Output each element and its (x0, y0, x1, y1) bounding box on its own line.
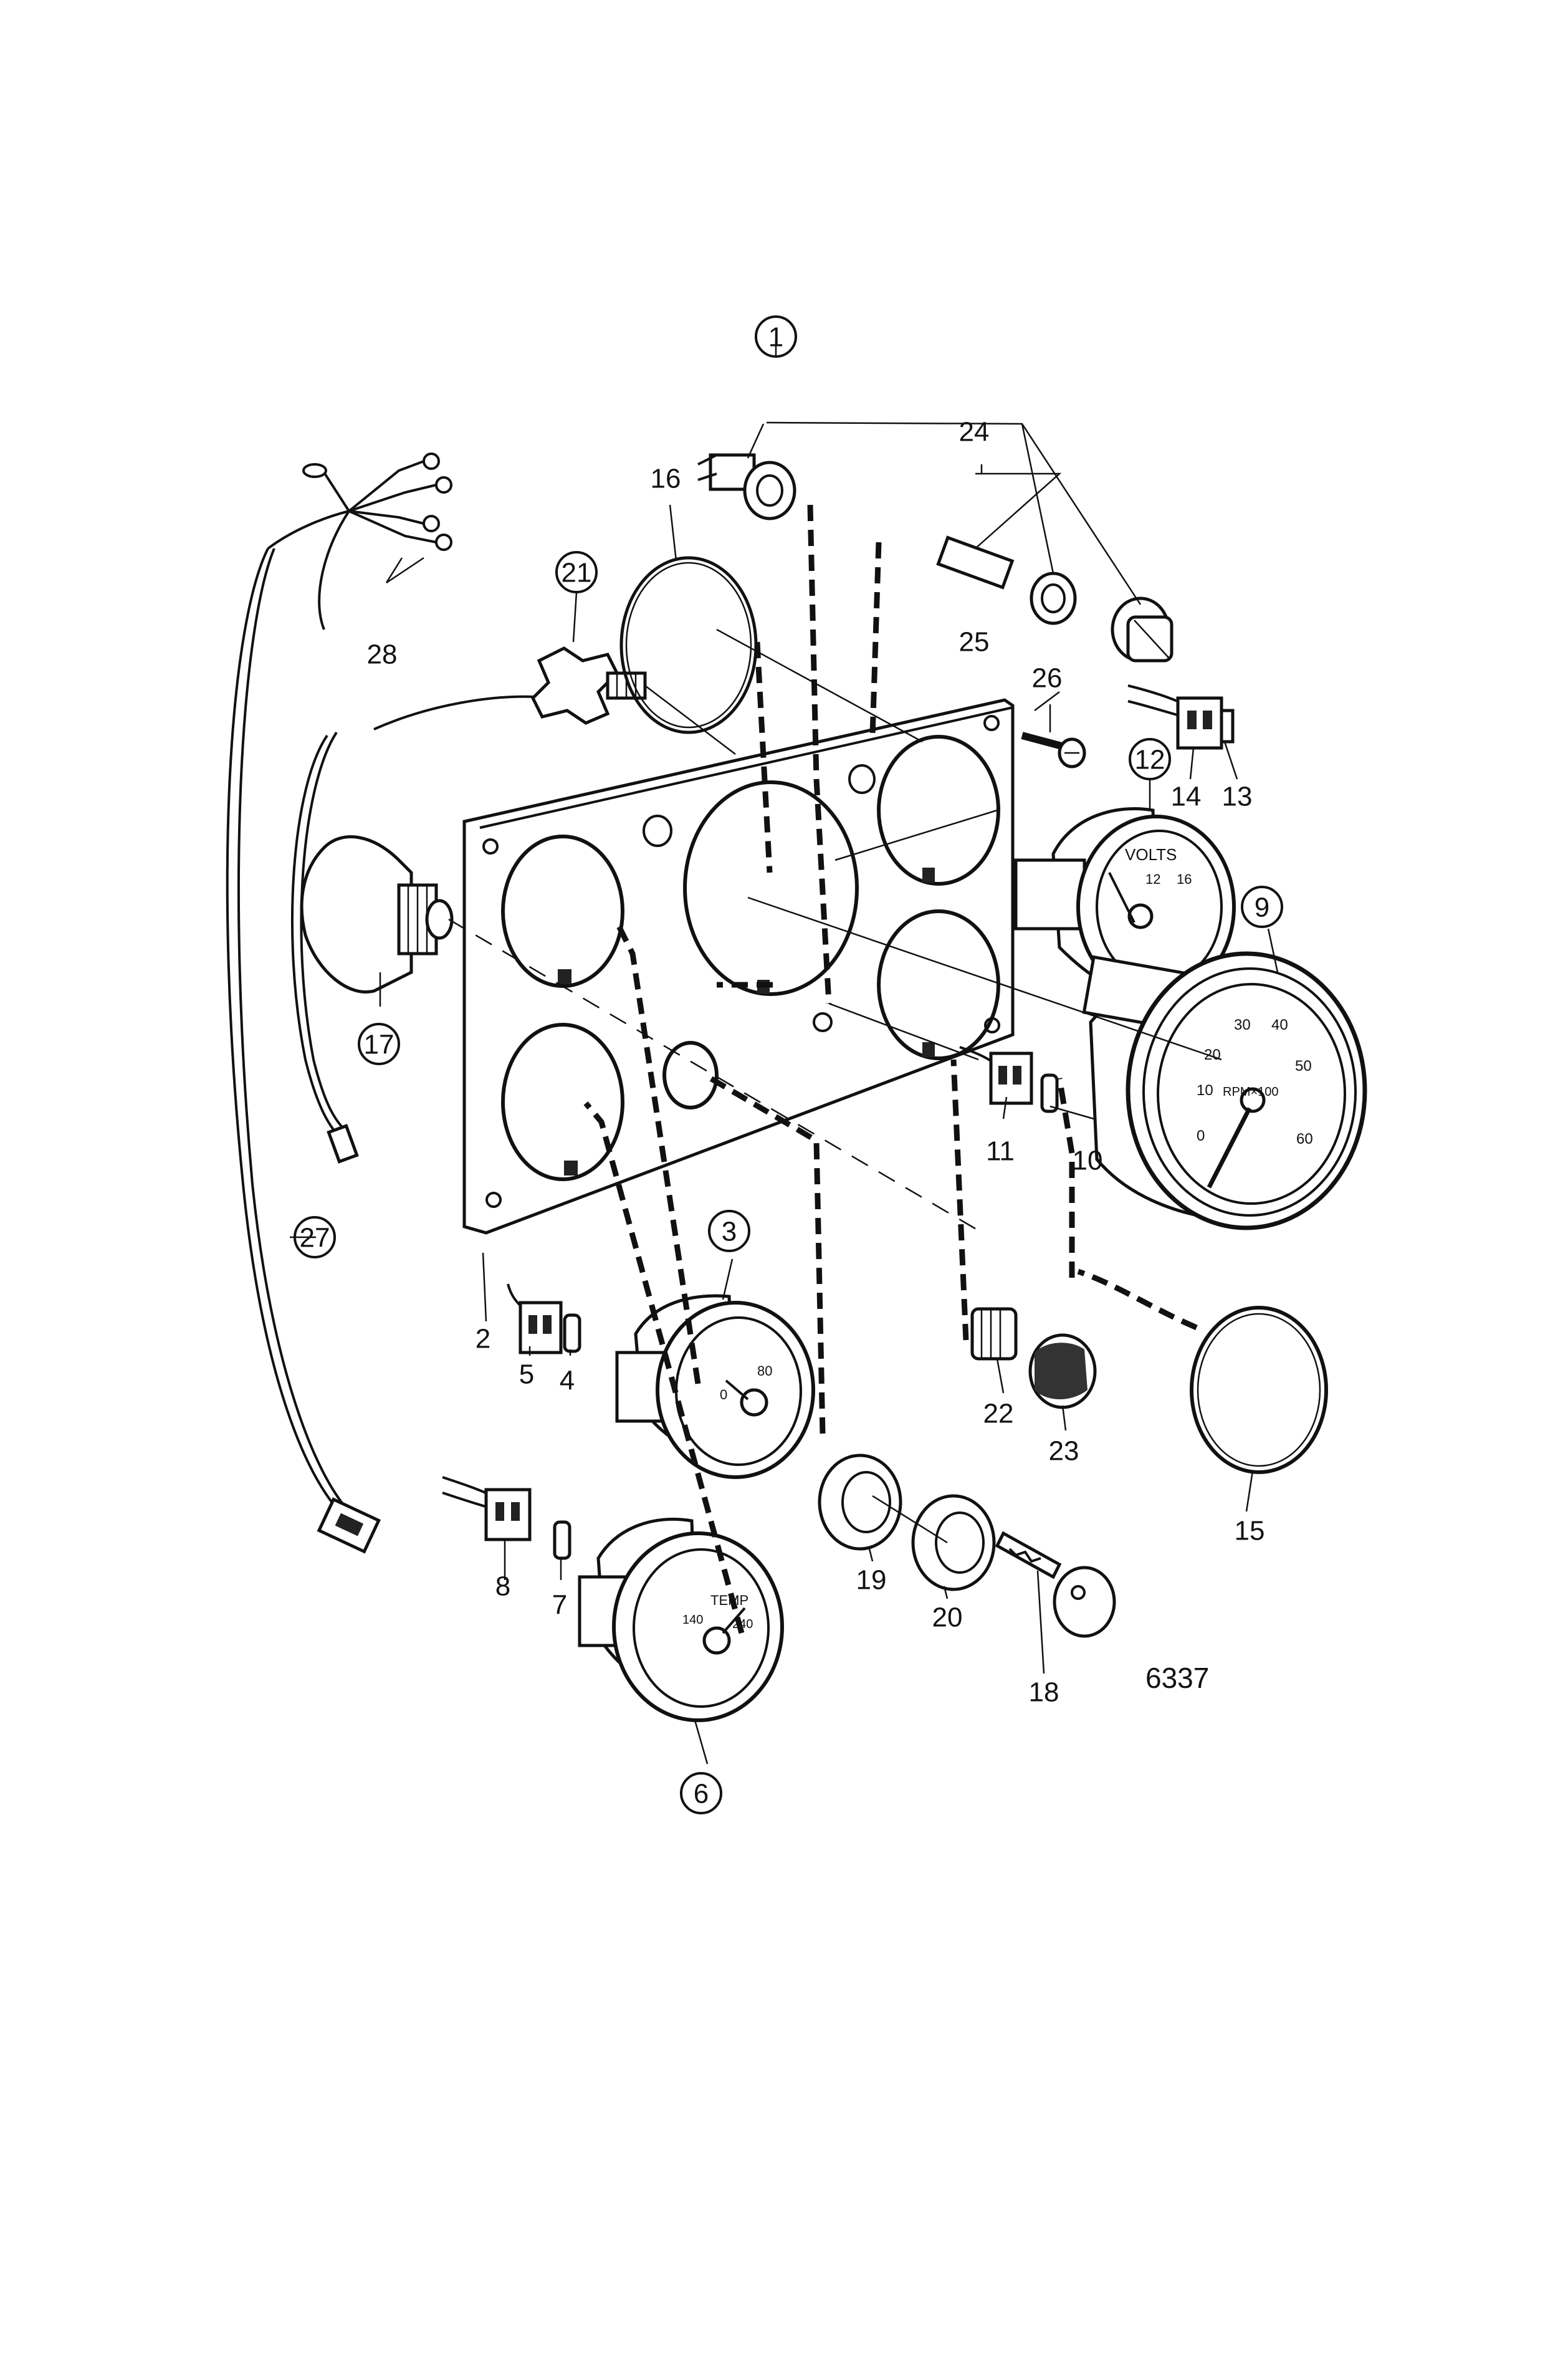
connector-14 (1127, 684, 1235, 750)
tach-scale-60: 60 (1296, 1131, 1313, 1147)
callout-15-text: 15 (1235, 1516, 1265, 1546)
callout-19-text: 19 (856, 1565, 887, 1596)
key-18 (995, 1531, 1116, 1638)
callout-28-text: 28 (367, 639, 398, 670)
knob-22 (970, 1307, 1018, 1361)
callout-5-text: 5 (519, 1359, 534, 1390)
fuse-and-holder (936, 535, 1174, 663)
callout-16-text: 16 (651, 464, 681, 494)
callout-23-text: 23 (1049, 1436, 1079, 1467)
callout-9: 9 (1241, 886, 1283, 928)
tach-scale-10: 10 (1197, 1082, 1213, 1099)
sender-switch (530, 646, 736, 755)
callout-17-text: 17 (364, 1030, 394, 1060)
callout-14-text: 14 (1171, 782, 1202, 812)
callout-26-text: 26 (1032, 663, 1063, 694)
nut-20 (911, 1494, 996, 1591)
callout-labels: 1 2 3 4 5 6 7 8 9 10 11 12 13 14 15 16 1… (294, 315, 1283, 1814)
tach-scale-30: 30 (1234, 1017, 1251, 1033)
screw (1021, 732, 1086, 769)
voltmeter-legend: VOLTS (1125, 845, 1177, 864)
callout-17: 17 (358, 1023, 400, 1065)
callout-3: 3 (708, 1210, 750, 1252)
cap-23 (1028, 1333, 1097, 1409)
temperature-gauge: TEMP 140 240 (578, 1518, 784, 1722)
bulb-4 (563, 1313, 581, 1353)
callout-18-text: 18 (1029, 1677, 1059, 1708)
callout-24-text: 24 (959, 417, 990, 448)
callout-6-text: 6 (694, 1779, 709, 1809)
oil-scale-80: 80 (757, 1363, 772, 1379)
callout-20-text: 20 (932, 1602, 963, 1633)
callout-12: 12 (1129, 738, 1171, 780)
leader-lines (716, 421, 1222, 1544)
ring-19 (818, 1454, 902, 1551)
tach-unit: RPM×100 (1223, 1085, 1279, 1099)
ignition-switch (300, 835, 985, 1235)
instrument-panel (462, 698, 1015, 1235)
callout-2-text: 2 (476, 1324, 490, 1354)
figure-number: 6337 (1145, 1662, 1209, 1694)
warning-lamp (697, 453, 796, 520)
tach-scale-0: 0 (1197, 1128, 1205, 1144)
callout-25-text: 25 (959, 627, 990, 658)
callout-pointers (290, 340, 1279, 1765)
assembly-lines (583, 504, 1198, 1634)
callout-9-text: 9 (1255, 893, 1269, 923)
callout-7-text: 7 (552, 1590, 567, 1621)
callout-27: 27 (294, 1216, 336, 1258)
callout-21: 21 (555, 551, 598, 593)
wiring-harness (226, 453, 537, 1554)
connector-5 (507, 1283, 563, 1354)
callout-27-text: 27 (300, 1223, 330, 1253)
callout-22-text: 22 (983, 1399, 1014, 1429)
callout-11-text: 11 (986, 1136, 1015, 1167)
connector-8 (442, 1476, 532, 1541)
connector-11 (959, 1046, 1033, 1105)
callout-4-text: 4 (560, 1366, 575, 1396)
voltmeter-scale-16: 16 (1177, 871, 1192, 887)
callout-10-text: 10 (1073, 1146, 1103, 1176)
callout-8-text: 8 (495, 1571, 510, 1602)
callout-6: 6 (680, 1772, 722, 1814)
callout-21-text: 21 (562, 558, 592, 588)
lens-15 (1190, 1306, 1328, 1474)
temp-scale-140: 140 (682, 1613, 703, 1627)
callout-1-text: 1 (768, 322, 783, 353)
callout-13-text: 13 (1222, 782, 1253, 812)
bulb-7 (553, 1520, 571, 1560)
callout-3-text: 3 (722, 1217, 737, 1247)
oil-pressure-gauge: 0 80 (615, 1294, 815, 1479)
voltmeter: VOLTS 12 16 (1014, 807, 1236, 999)
bulb-10 (1040, 1073, 1059, 1113)
tach-scale-50: 50 (1295, 1058, 1312, 1075)
voltmeter-scale-12: 12 (1145, 871, 1160, 887)
oil-scale-0: 0 (720, 1387, 727, 1402)
callout-12-text: 12 (1135, 745, 1165, 775)
tachometer: 0 10 20 30 40 50 60 RPM×100 (1082, 951, 1367, 1230)
tach-scale-40: 40 (1271, 1017, 1288, 1033)
callout-1: 1 (755, 315, 797, 358)
lamp-lens (619, 556, 758, 734)
